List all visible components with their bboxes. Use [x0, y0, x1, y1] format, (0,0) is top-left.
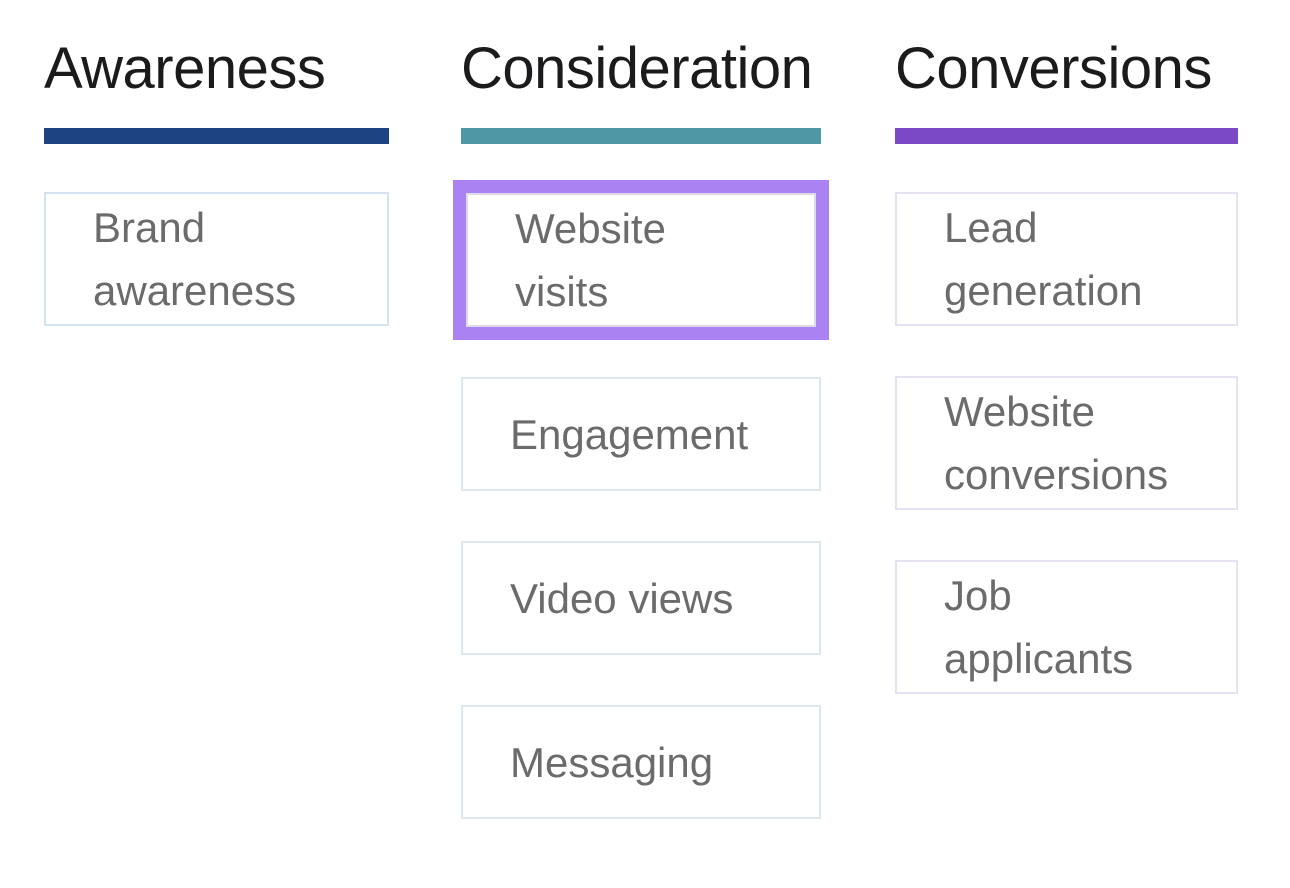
objective-card-label: Brand awareness	[93, 204, 297, 314]
objective-card-label: Messaging	[510, 738, 714, 786]
objective-card-label: Engagement	[510, 410, 749, 458]
column-heading-conversions: Conversions	[895, 36, 1212, 101]
objective-card-label: Video views	[510, 574, 734, 622]
column-heading-consideration: Consideration	[461, 36, 813, 101]
column-awareness: Awareness Brand awareness	[44, 36, 389, 869]
objective-card-video-views[interactable]: Video views	[461, 541, 821, 655]
objective-card-website-visits[interactable]: Website visits	[466, 193, 816, 327]
objective-card-label: Lead generation	[944, 204, 1143, 314]
awareness-accent-bar	[44, 128, 389, 144]
consideration-accent-bar	[461, 128, 821, 144]
objective-card-job-applicants[interactable]: Job applicants	[895, 560, 1238, 694]
column-consideration: Consideration Website visits Engagement …	[453, 36, 829, 869]
conversions-card-list: Lead generation Website conversions Job …	[895, 192, 1238, 694]
column-conversions: Conversions Lead generation Website conv…	[895, 36, 1238, 869]
objective-card-engagement[interactable]: Engagement	[461, 377, 821, 491]
objective-card-brand-awareness[interactable]: Brand awareness	[44, 192, 389, 326]
objective-card-label: Website visits	[515, 205, 666, 315]
objective-card-label: Website conversions	[944, 388, 1169, 498]
objective-card-lead-generation[interactable]: Lead generation	[895, 192, 1238, 326]
selected-objective-highlight: Website visits	[453, 180, 829, 340]
objective-card-messaging[interactable]: Messaging	[461, 705, 821, 819]
awareness-card-list: Brand awareness	[44, 192, 389, 326]
objective-card-label: Job applicants	[944, 572, 1134, 682]
column-heading-awareness: Awareness	[44, 36, 326, 101]
objective-card-website-conversions[interactable]: Website conversions	[895, 376, 1238, 510]
consideration-card-list: Website visits Engagement Video views Me…	[453, 180, 829, 819]
objective-picker: Awareness Brand awareness Consideration …	[44, 36, 1238, 869]
conversions-accent-bar	[895, 128, 1238, 144]
